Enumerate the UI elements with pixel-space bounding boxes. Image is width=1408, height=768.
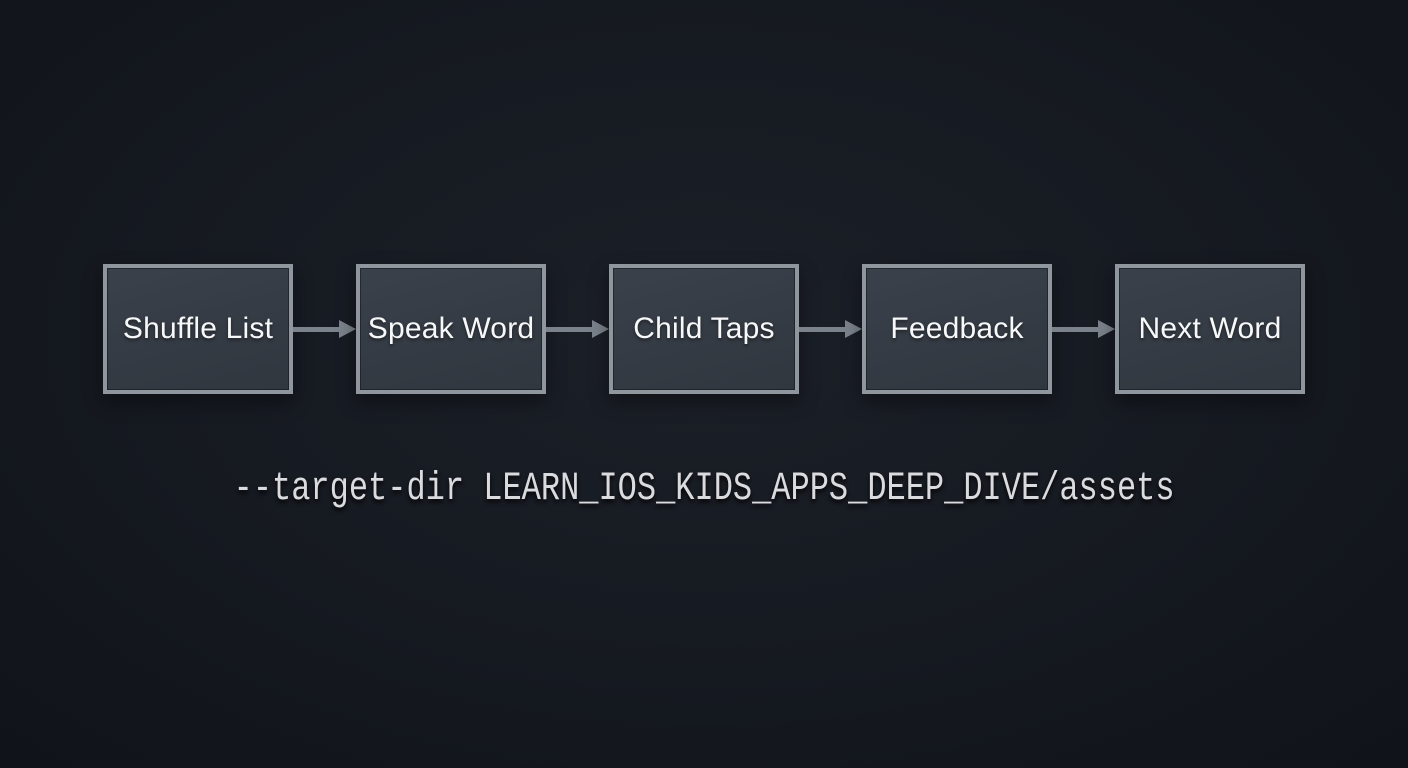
command-line: --target-dir LEARN_IOS_KIDS_APPS_DEEP_DI… bbox=[0, 462, 1408, 518]
flowchart: Shuffle List Speak Word Child Taps Feedback… bbox=[103, 264, 1305, 394]
arrow-shaft bbox=[293, 326, 339, 332]
arrow-right-icon bbox=[1052, 264, 1115, 394]
arrow-shaft bbox=[546, 326, 592, 332]
flow-step-box: Speak Word bbox=[356, 264, 546, 394]
command-text: --target-dir LEARN_IOS_KIDS_APPS_DEEP_DI… bbox=[233, 467, 1175, 512]
arrow-right-icon bbox=[546, 264, 609, 394]
flow-step-label: Speak Word bbox=[367, 312, 535, 345]
flow-step-label: Next Word bbox=[1138, 312, 1282, 345]
flow-step-label: Child Taps bbox=[633, 312, 775, 345]
flow-step-label: Feedback bbox=[890, 312, 1024, 345]
arrow-right-icon bbox=[293, 264, 356, 394]
flow-step-box: Child Taps bbox=[609, 264, 799, 394]
arrow-right-icon bbox=[799, 264, 862, 394]
flow-step-box: Feedback bbox=[862, 264, 1052, 394]
arrow-head bbox=[339, 320, 356, 338]
arrow-head bbox=[845, 320, 862, 338]
arrow-shaft bbox=[799, 326, 845, 332]
flow-step-box: Shuffle List bbox=[103, 264, 293, 394]
arrow-shaft bbox=[1052, 326, 1098, 332]
flow-step-label: Shuffle List bbox=[122, 312, 274, 345]
arrow-head bbox=[1098, 320, 1115, 338]
flow-step-box: Next Word bbox=[1115, 264, 1305, 394]
arrow-head bbox=[592, 320, 609, 338]
